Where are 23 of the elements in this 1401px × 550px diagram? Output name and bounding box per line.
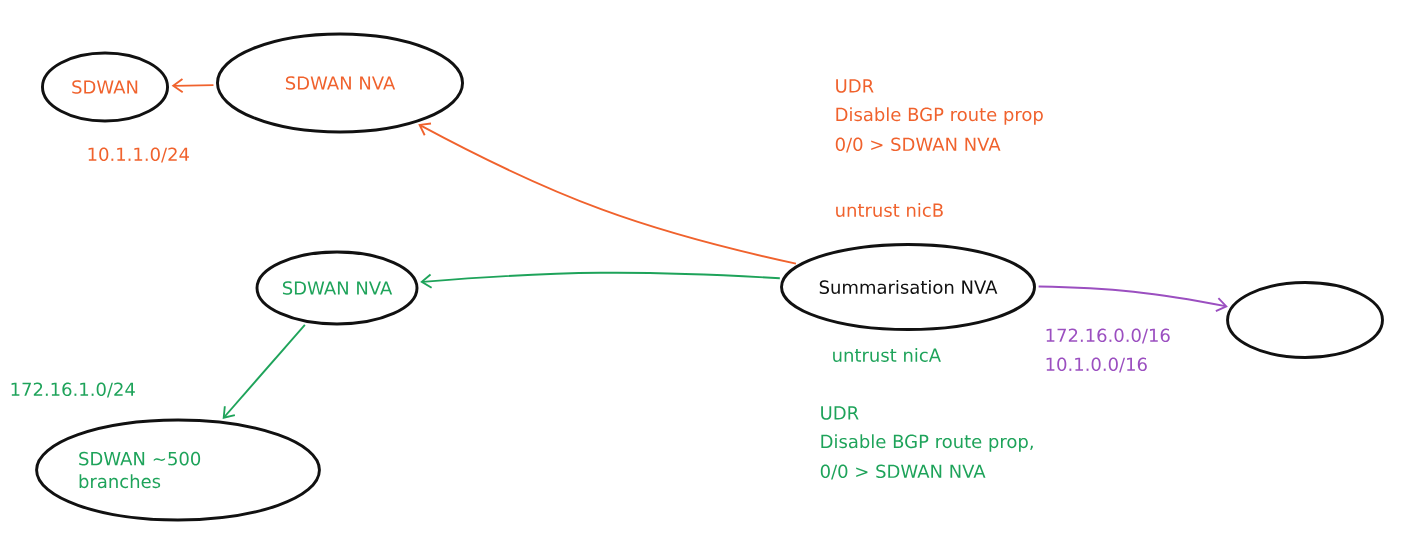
arrow (1037, 285, 1228, 313)
annotation-text: 172.16.0.0/16 (1046, 328, 1170, 344)
ellipse-node: SDWAN ~500 branches (35, 418, 321, 522)
annotation-text: untrust nicB (836, 203, 943, 217)
annotation-text: Disable BGP route prop, (821, 434, 1033, 452)
ellipse-node (1226, 281, 1384, 359)
annotation-text: untrust nicA (833, 348, 941, 362)
ellipse-node: SDWAN NVA (255, 250, 419, 326)
arrow (171, 78, 215, 94)
annotation-text: 172.16.1.0/24 (11, 382, 135, 398)
arrow (420, 271, 781, 289)
ellipse-node: SDWAN (41, 51, 169, 123)
annotation-text: 10.1.0.0/16 (1046, 357, 1147, 373)
arrow (418, 122, 797, 265)
ellipse-node: SDWAN NVA (216, 32, 464, 134)
annotation-text: UDR (821, 406, 859, 420)
annotation-text: 0/0 > SDWAN NVA (835, 137, 1001, 153)
annotation-text: 10.1.1.0/24 (88, 147, 189, 163)
annotation-text: UDR (836, 79, 874, 93)
arrow (222, 323, 306, 419)
annotation-text: 0/0 > SDWAN NVA (820, 464, 986, 480)
ellipse-node: Summarisation NVA (780, 243, 1036, 331)
annotation-text: Disable BGP route prop (836, 107, 1043, 125)
